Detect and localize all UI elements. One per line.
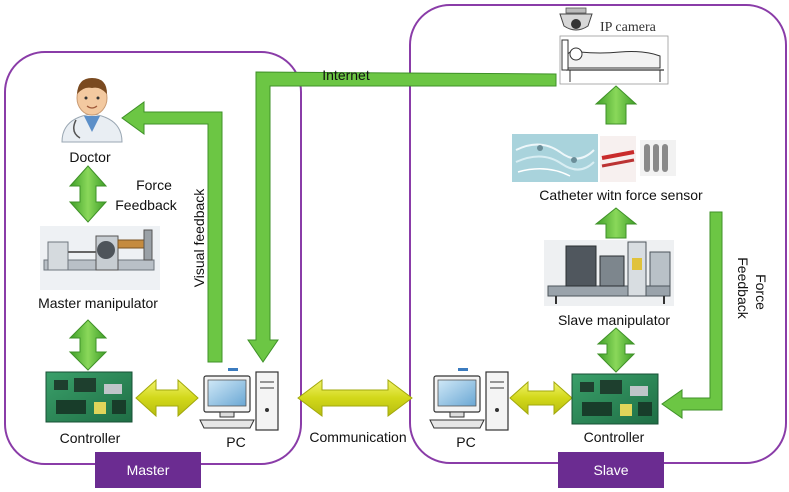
slave-manipulator-label: Slave manipulator bbox=[558, 312, 670, 328]
master-tab-label: Master bbox=[127, 462, 170, 478]
slave-controller-board-icon bbox=[571, 373, 659, 425]
force-feedback-label-line2: Feedback bbox=[115, 197, 177, 213]
visual-feedback-label: Visual feedback bbox=[191, 188, 207, 288]
slave-pc-icon bbox=[429, 368, 509, 431]
master-controller-label: Controller bbox=[60, 430, 121, 446]
slave-tab bbox=[558, 452, 664, 488]
catheter-label: Catheter witn force sensor bbox=[539, 187, 703, 203]
master-controller-board-icon bbox=[45, 371, 133, 423]
master-pc-label: PC bbox=[226, 434, 245, 450]
force-feedback-label-line1: Force bbox=[136, 177, 172, 193]
catheter-camera-up-arrow bbox=[594, 85, 638, 125]
ip-camera-label: IP camera bbox=[600, 20, 657, 35]
slave-manipulator-icon bbox=[544, 240, 674, 306]
slave-force-feedback-line2: Feedback bbox=[735, 257, 751, 319]
doctor-label: Doctor bbox=[69, 149, 111, 165]
internet-arrow bbox=[247, 71, 557, 363]
master-controller-pc-arrow bbox=[135, 378, 199, 418]
communication-label: Communication bbox=[309, 429, 406, 445]
doctor-icon bbox=[61, 78, 123, 143]
internet-label: Internet bbox=[322, 67, 370, 83]
patient-bed-icon bbox=[559, 35, 669, 85]
communication-arrow bbox=[297, 379, 413, 417]
slave-tab-label: Slave bbox=[593, 462, 628, 478]
visual-feedback-arrow bbox=[121, 101, 223, 363]
slave-force-feedback-line1: Force bbox=[753, 274, 769, 310]
master-manipulator-icon bbox=[40, 226, 160, 290]
slave-manipulator-controller-double-arrow bbox=[596, 327, 636, 373]
master-manipulator-label: Master manipulator bbox=[38, 295, 158, 311]
slave-controller-label: Controller bbox=[584, 429, 645, 445]
catheter-sensor-icon bbox=[512, 134, 676, 182]
master-controller-double-arrow bbox=[68, 319, 108, 371]
slave-pc-label: PC bbox=[456, 434, 475, 450]
master-tab bbox=[95, 452, 201, 488]
slave-force-feedback-arrow bbox=[661, 211, 723, 419]
master-pc-icon bbox=[199, 368, 279, 431]
slave-catheter-up-arrow bbox=[594, 207, 638, 239]
slave-pc-controller-arrow bbox=[509, 380, 573, 416]
doctor-master-double-arrow bbox=[68, 165, 108, 223]
ip-camera-icon bbox=[559, 7, 593, 31]
